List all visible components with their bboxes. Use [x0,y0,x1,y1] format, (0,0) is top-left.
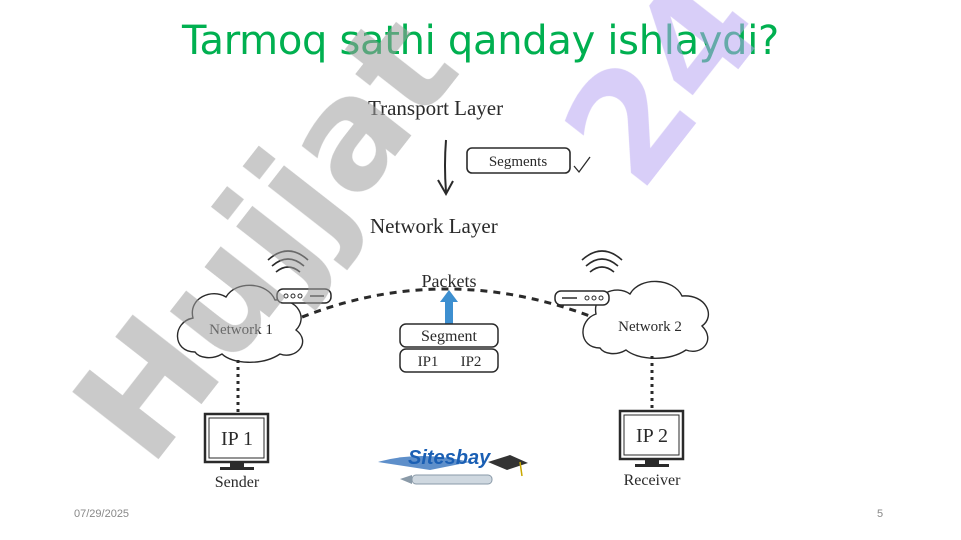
slide-date: 07/29/2025 [74,508,129,520]
logo-text: Sitesbay [408,447,491,469]
slide-page-number: 5 [877,508,883,520]
receiver-label: Receiver [624,472,682,489]
ip2-monitor-label: IP 2 [636,425,668,447]
sender-label: Sender [215,474,260,491]
ip-header-box [400,349,498,372]
ip2-box-label: IP2 [461,354,482,370]
network2-label: Network 2 [618,319,682,335]
segment-box-label: Segment [421,328,478,345]
segments-label: Segments [489,154,547,170]
receiver-monitor-icon: IP 2 [620,411,683,467]
watermark-24-text: 24 [531,0,797,217]
network-link [290,289,595,322]
ip1-box-label: IP1 [418,354,439,370]
packet-up-arrow-icon [440,290,458,324]
sitesbay-logo: Sitesbay [378,447,528,484]
packets-label: Packets [422,271,477,291]
checkmark-icon [574,157,590,172]
